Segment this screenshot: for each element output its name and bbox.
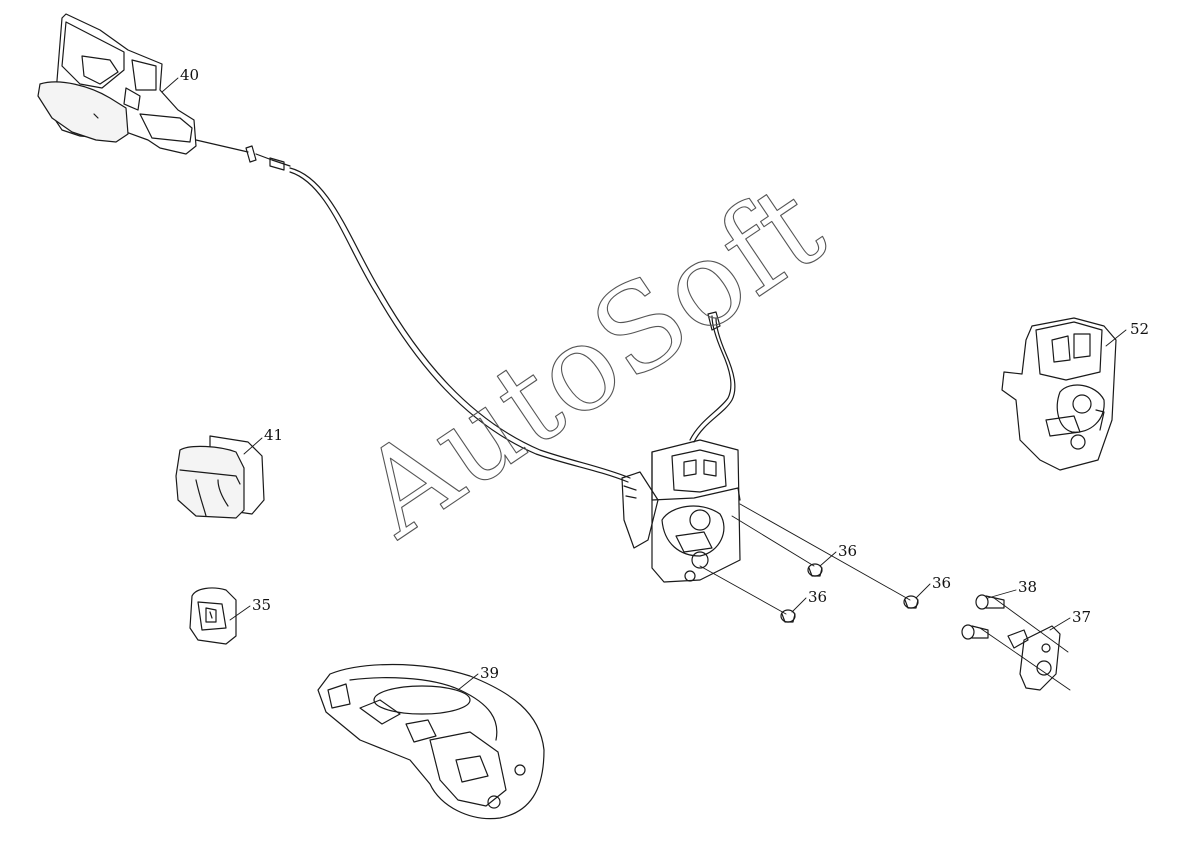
callout-36-right: 36 — [932, 574, 952, 592]
callout-38: 38 — [1018, 578, 1038, 596]
leader-lines — [161, 77, 1127, 691]
callout-36-upper: 36 — [838, 542, 858, 560]
bolt-36-lower — [780, 609, 796, 623]
callout-35: 35 — [252, 596, 272, 614]
autosoft-watermark: AutoSoft — [335, 156, 847, 564]
bolt-36-right — [903, 595, 919, 609]
bolt-38-upper — [975, 594, 1005, 610]
callout-41: 41 — [264, 426, 284, 444]
part-40-interior-handle — [37, 13, 197, 155]
watermark-text: AutoSoft — [336, 157, 847, 564]
callout-40: 40 — [180, 66, 200, 84]
callout-36-lower: 36 — [808, 588, 828, 606]
bolt-38-lower — [961, 624, 989, 640]
part-52-latch — [1001, 317, 1117, 471]
part-39-handle-bracket — [317, 663, 545, 820]
callout-52: 52 — [1130, 320, 1150, 338]
door-latch-assembly — [621, 439, 741, 583]
part-35-grommet — [189, 587, 237, 645]
part-37-striker — [1007, 625, 1061, 691]
release-cable — [195, 139, 736, 483]
callout-37: 37 — [1072, 608, 1092, 626]
callout-39: 39 — [480, 664, 500, 682]
bolt-36-upper — [807, 563, 823, 577]
part-41-cover — [175, 435, 265, 519]
